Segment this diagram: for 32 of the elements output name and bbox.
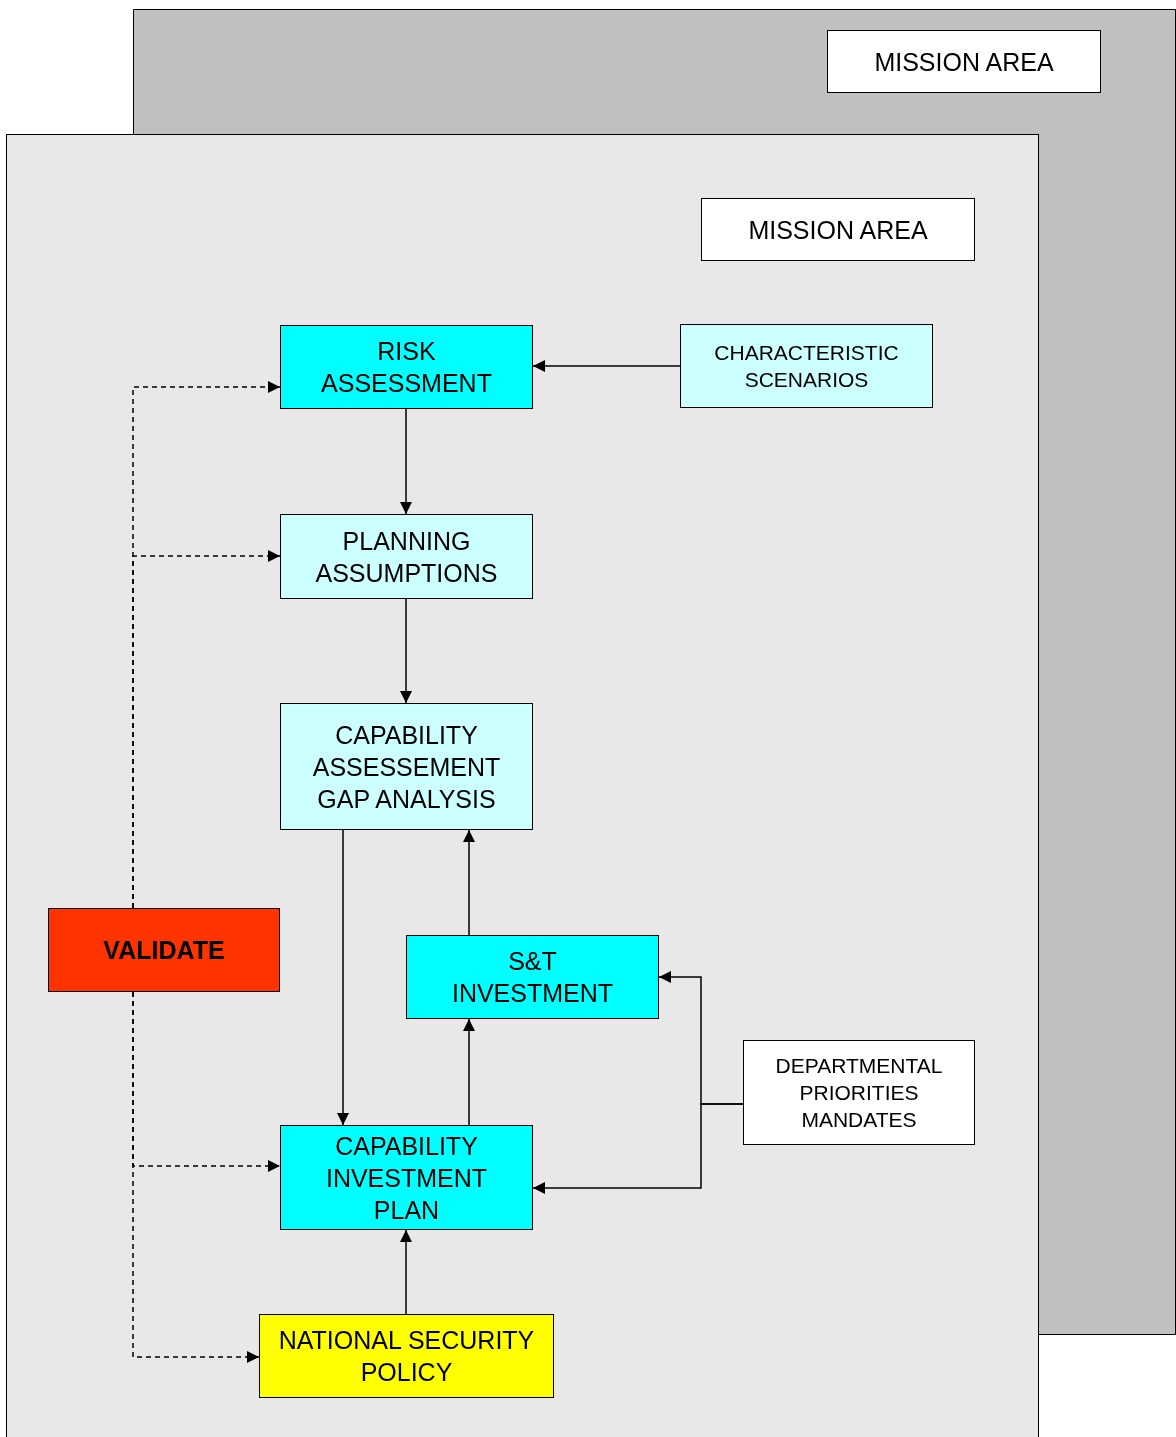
- box-label: MISSION AREA: [874, 46, 1054, 78]
- box-label: CAPABILITY ASSESSEMENT GAP ANALYSIS: [311, 719, 502, 815]
- title-box: [827, 30, 1101, 93]
- title-box: [701, 198, 975, 261]
- arrow: [400, 1229, 412, 1315]
- box-label: CAPABILITY INVESTMENT PLAN: [324, 1130, 489, 1226]
- box-label: DEPARTMENTAL PRIORITIES MANDATES: [774, 1053, 944, 1133]
- arrow: [463, 1018, 475, 1126]
- box-label: PLANNING ASSUMPTIONS: [314, 525, 499, 589]
- validate-box: [48, 908, 280, 992]
- policy-box: [259, 1314, 554, 1398]
- process-box: [280, 703, 533, 830]
- process-box: [280, 514, 533, 599]
- input-box: [680, 324, 933, 408]
- input-box: [743, 1040, 975, 1145]
- arrow: [532, 1103, 744, 1194]
- arrow: [463, 829, 475, 936]
- process-box: [406, 935, 659, 1019]
- arrow: [337, 829, 349, 1126]
- arrow: [532, 360, 681, 372]
- arrow: [400, 408, 412, 515]
- box-label: NATIONAL SECURITY POLICY: [277, 1325, 536, 1388]
- box-label: RISK ASSESSMENT: [320, 336, 493, 399]
- arrow: [400, 598, 412, 704]
- box-label: S&T INVESTMENT: [450, 946, 615, 1009]
- process-box: [280, 325, 533, 409]
- dashed-arrow: [132, 991, 260, 1363]
- box-label: VALIDATE: [103, 935, 225, 966]
- box-label: CHARACTERISTIC SCENARIOS: [713, 340, 900, 393]
- box-label: MISSION AREA: [748, 214, 928, 246]
- dashed-arrow: [132, 550, 281, 909]
- process-box: [280, 1125, 533, 1230]
